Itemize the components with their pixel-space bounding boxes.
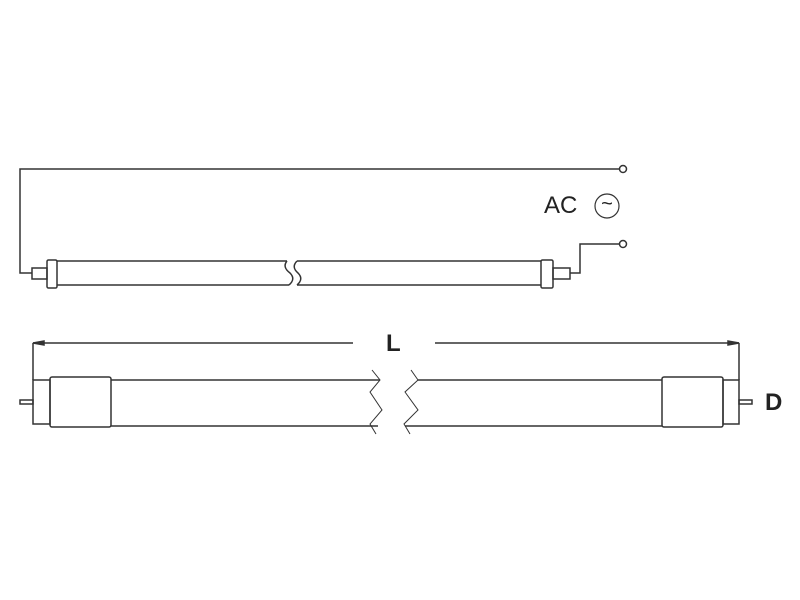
- terminal-top: [618, 164, 628, 174]
- right-end-cap: [540, 259, 554, 289]
- right-pin-dim: [738, 399, 753, 405]
- ac-label: AC: [544, 192, 578, 219]
- length-arrow-right: [727, 340, 740, 346]
- right-cap-dim: [661, 376, 724, 428]
- terminal-bottom: [618, 239, 628, 249]
- right-pin: [552, 267, 571, 280]
- right-stub: [722, 379, 740, 425]
- tube-left-dim: [111, 379, 380, 427]
- break-zigzag-right: [403, 369, 419, 435]
- ac-symbol-text: ~: [601, 193, 613, 215]
- tube-right-dim: [405, 379, 662, 427]
- length-arrow-left: [32, 340, 45, 346]
- wiring-schematic: [19, 164, 628, 289]
- tube-body-right: [297, 260, 541, 286]
- length-dimension-line: [32, 342, 740, 380]
- diameter-label: D: [765, 389, 783, 416]
- break-mark: [284, 260, 302, 286]
- wire-bottom: [570, 243, 620, 274]
- dimension-drawing: [19, 340, 753, 435]
- left-stub: [32, 379, 51, 425]
- ac-symbol-icon: [594, 193, 620, 219]
- length-label: L: [386, 330, 401, 357]
- left-end-cap: [46, 259, 58, 289]
- left-pin-dim: [19, 399, 34, 405]
- left-pin: [31, 267, 48, 280]
- wire-top: [19, 168, 620, 274]
- left-cap-dim: [49, 376, 112, 428]
- break-zigzag-left: [369, 369, 383, 435]
- tube-body-left: [57, 260, 289, 286]
